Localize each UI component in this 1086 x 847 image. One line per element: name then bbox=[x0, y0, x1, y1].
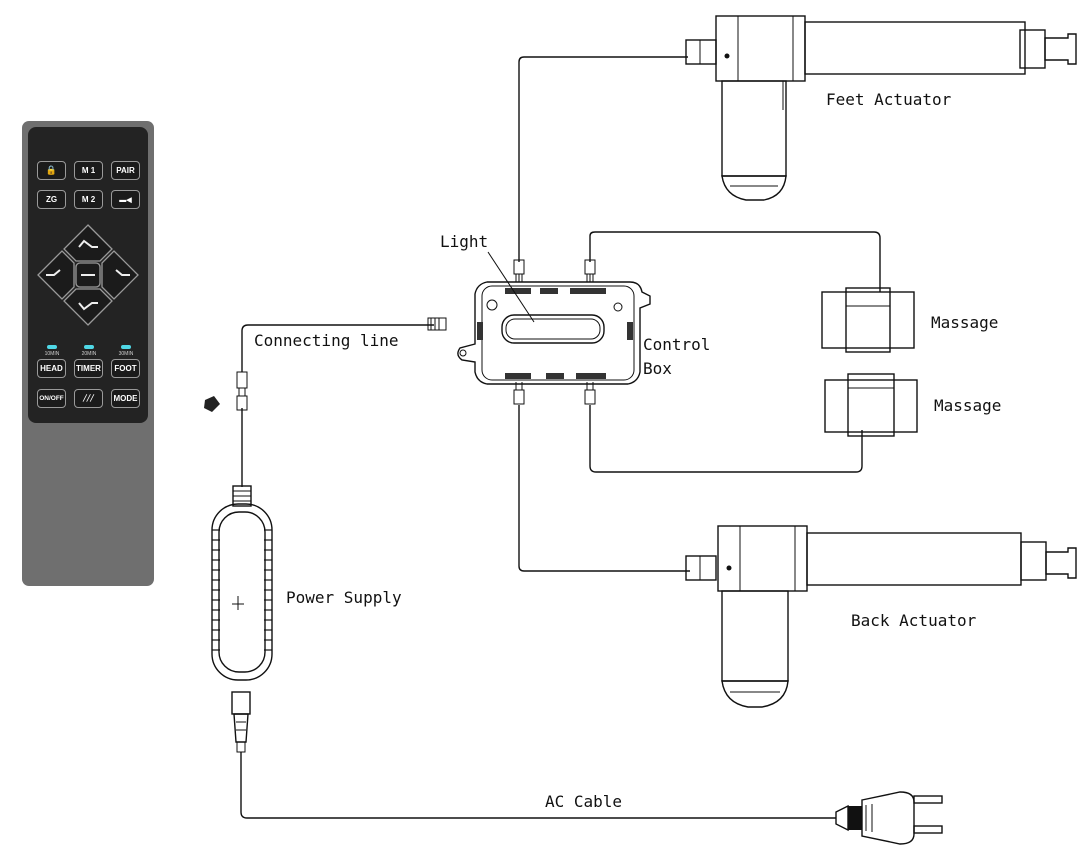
light-label: Light bbox=[440, 232, 488, 251]
on-off-button[interactable]: ON/OFF bbox=[37, 389, 66, 408]
power-supply-label: Power Supply bbox=[286, 588, 402, 607]
timer-label-30: 30MIN bbox=[118, 351, 134, 357]
lock-button[interactable]: 🔒 bbox=[37, 161, 66, 180]
remote-control: 🔒 M 1 PAIR ZG M 2 ▬◀ bbox=[22, 121, 154, 586]
light-pointer-line bbox=[487, 251, 535, 323]
timer-led-30 bbox=[121, 345, 131, 349]
control-box-label-line2: Box bbox=[643, 359, 672, 378]
timer-label-20: 20MIN bbox=[81, 351, 97, 357]
timer-label-10: 10MIN bbox=[44, 351, 60, 357]
massage-motor-2 bbox=[824, 373, 918, 437]
connecting-line-cable bbox=[241, 324, 434, 372]
ac-cable-line bbox=[240, 752, 836, 819]
flashlight-button[interactable]: ▬◀ bbox=[111, 190, 140, 209]
massage-2-label: Massage bbox=[934, 396, 1001, 415]
control-box-connectors bbox=[513, 259, 596, 405]
foot-button[interactable]: FOOT bbox=[111, 359, 140, 378]
massage-1-cable bbox=[589, 231, 881, 292]
zero-gravity-button[interactable]: ZG bbox=[37, 190, 66, 209]
massage-1-label: Massage bbox=[931, 313, 998, 332]
back-actuator-label: Back Actuator bbox=[851, 611, 977, 630]
back-actuator-cable bbox=[518, 405, 690, 572]
ac-plug bbox=[835, 791, 943, 845]
memory-2-button[interactable]: M 2 bbox=[74, 190, 103, 209]
massage-wave-button[interactable]: ╱╱╱ bbox=[74, 389, 103, 408]
massage-2-cable bbox=[589, 405, 863, 473]
control-box-light bbox=[501, 314, 605, 344]
lock-icon: 🔒 bbox=[45, 165, 58, 175]
mode-button[interactable]: MODE bbox=[111, 389, 140, 408]
power-supply-unit bbox=[211, 485, 273, 753]
foot-down-button[interactable] bbox=[37, 250, 75, 300]
connecting-line-plug bbox=[204, 317, 447, 412]
timer-led-20 bbox=[84, 345, 94, 349]
head-button[interactable]: HEAD bbox=[37, 359, 66, 378]
ac-cable-label: AC Cable bbox=[545, 792, 622, 811]
bed-position-icon bbox=[46, 239, 130, 311]
control-box-label-line1: Control bbox=[643, 335, 710, 354]
direction-pad bbox=[37, 224, 139, 326]
massage-motor-1 bbox=[821, 287, 915, 353]
flashlight-icon: ▬◀ bbox=[119, 196, 132, 204]
feet-actuator-cable bbox=[518, 56, 688, 262]
pair-button[interactable]: PAIR bbox=[111, 161, 140, 180]
feet-actuator bbox=[685, 15, 1077, 201]
back-actuator bbox=[685, 525, 1077, 708]
foot-up-button[interactable] bbox=[101, 250, 139, 300]
memory-1-button[interactable]: M 1 bbox=[74, 161, 103, 180]
timer-button[interactable]: TIMER bbox=[74, 359, 103, 378]
massage-wave-icon: ╱╱╱ bbox=[83, 396, 94, 402]
timer-led-10 bbox=[47, 345, 57, 349]
feet-actuator-label: Feet Actuator bbox=[826, 90, 952, 109]
remote-keypad: 🔒 M 1 PAIR ZG M 2 ▬◀ bbox=[28, 127, 148, 423]
connecting-line-label: Connecting line bbox=[254, 331, 399, 350]
control-box bbox=[457, 281, 651, 385]
